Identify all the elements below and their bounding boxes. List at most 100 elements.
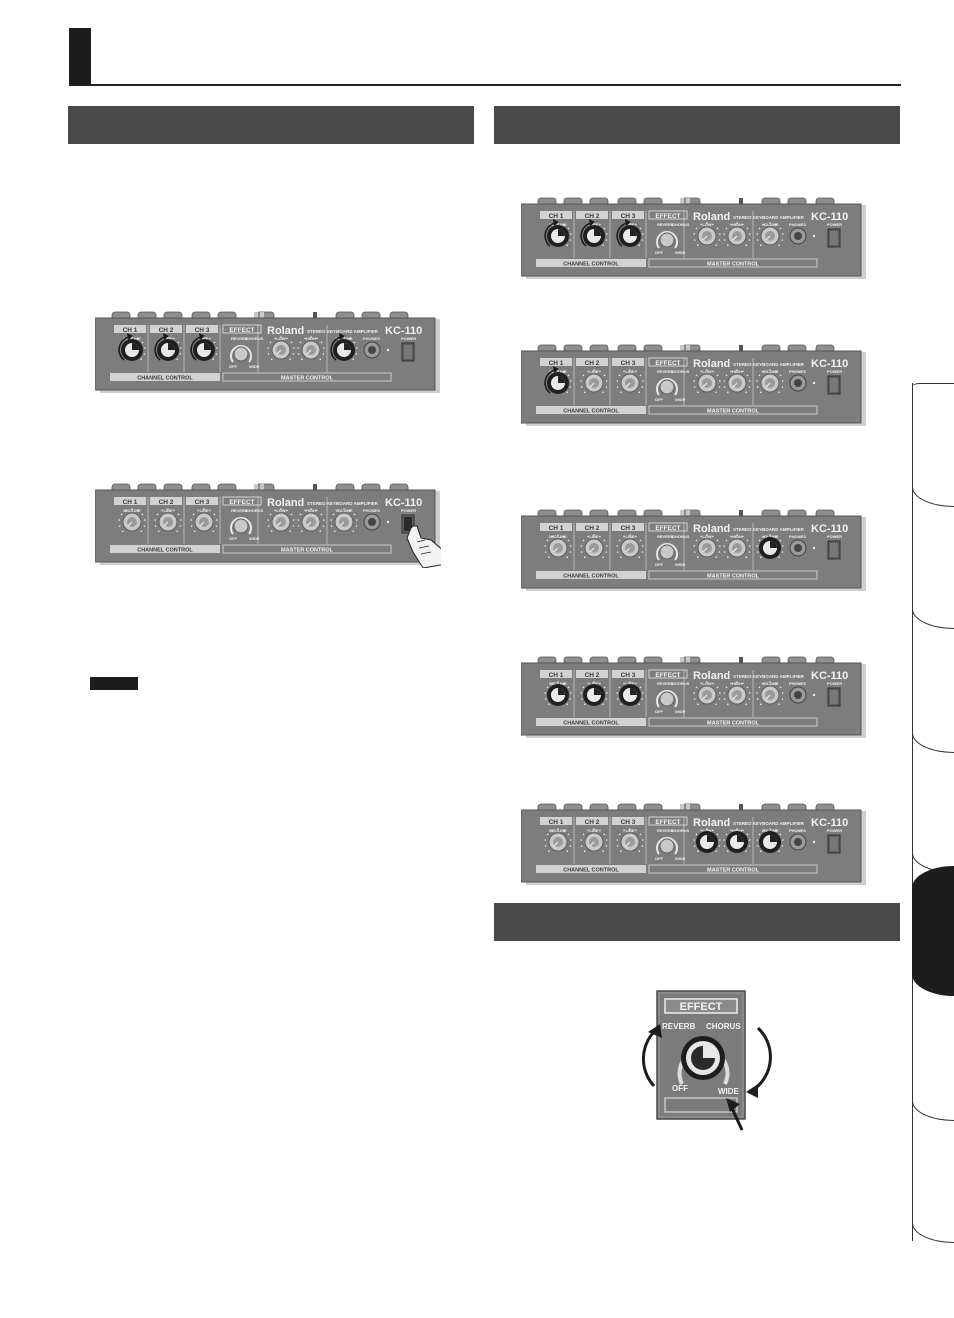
panel-ch1-label: CH 1 <box>549 525 564 532</box>
side-tab-3[interactable] <box>912 732 954 753</box>
panel-knob-label: HIGH <box>732 369 742 374</box>
panel-knob-ch2 <box>580 681 608 706</box>
panel-wide: WIDE <box>675 250 686 255</box>
section-header-effect <box>494 903 900 941</box>
panel-knob-ch1 <box>544 534 572 558</box>
panel-model-line: STEREO KEYBOARD AMPLIFIER <box>733 215 805 220</box>
panel-ch3-label: CH 3 <box>621 525 636 532</box>
panel-model-line: STEREO KEYBOARD AMPLIFIER <box>733 821 805 826</box>
panel-master-control: MASTER CONTROL <box>707 868 760 874</box>
panel-knob-vol <box>756 681 784 705</box>
panel-model: KC-110 <box>811 670 848 682</box>
panel-knob-label: LINE <box>163 508 172 513</box>
panel-channel-control: CHANNEL CONTROL <box>137 376 193 382</box>
panel-knob-label: LINE <box>163 336 172 341</box>
panel-ch3-label: CH 3 <box>195 327 210 334</box>
panel-effect-label: EFFECT <box>655 360 680 367</box>
panel-channel-control: CHANNEL CONTROL <box>563 409 619 415</box>
panel-knob-ch3 <box>616 681 644 706</box>
panel-power: POWER <box>401 508 416 513</box>
panel-knob-ch3 <box>616 222 644 247</box>
panel-ch2-label: CH 2 <box>585 819 600 826</box>
panel-brand: Roland <box>693 211 730 223</box>
panel-wide: WIDE <box>675 397 686 402</box>
panel-knob-label: HIGH <box>732 681 742 686</box>
panel-knob-label: LINE <box>199 508 208 513</box>
panel-knob-label: LINE <box>589 828 598 833</box>
panel-knob-low <box>267 336 295 360</box>
panel-wide: WIDE <box>675 709 686 714</box>
panel-knob-high <box>723 369 751 393</box>
effect-closeup-off: OFF <box>672 1084 688 1093</box>
panel-power: POWER <box>827 369 842 374</box>
panel-knob-label: LINE <box>589 222 598 227</box>
panel-model: KC-110 <box>811 523 848 535</box>
panel-ch1-label: CH 1 <box>549 672 564 679</box>
effect-closeup-chorus: CHORUS <box>706 1022 741 1031</box>
panel-power: POWER <box>827 534 842 539</box>
panel-knob-low <box>693 534 721 558</box>
panel-reverb: REVERB <box>231 508 248 513</box>
panel-master-control: MASTER CONTROL <box>707 409 760 415</box>
panel-channel-control: CHANNEL CONTROL <box>563 868 619 874</box>
panel-effect-label: EFFECT <box>655 672 680 679</box>
chapter-title-block <box>69 28 91 86</box>
side-tab-top <box>912 383 954 387</box>
side-tab-7[interactable] <box>912 1222 954 1243</box>
panel-chorus: CHORUS <box>672 369 690 374</box>
panel-knob-low <box>693 222 721 246</box>
panel-chorus: CHORUS <box>672 681 690 686</box>
panel-effect-label: EFFECT <box>229 499 254 506</box>
panel-knob-label: LOW <box>702 222 712 227</box>
panel-knob-label: LOW <box>702 534 712 539</box>
panel-model-line: STEREO KEYBOARD AMPLIFIER <box>733 362 805 367</box>
panel-knob-low <box>693 681 721 705</box>
panel-knob-label: VOLUME <box>761 369 778 374</box>
panel-knob-label: VOLUME <box>761 828 778 833</box>
panel-knob-label: LINE <box>199 336 208 341</box>
side-tab-6[interactable] <box>912 1100 954 1121</box>
panel-off: OFF <box>229 536 238 541</box>
panel-knob-label: MIC/LINE <box>549 222 567 227</box>
panel-effect-label: EFFECT <box>229 327 254 334</box>
panel-channel-control: CHANNEL CONTROL <box>563 721 619 727</box>
panel-power: POWER <box>827 681 842 686</box>
panel-brand: Roland <box>693 817 730 829</box>
panel-model: KC-110 <box>385 325 422 337</box>
panel-knob-ch2 <box>580 534 608 558</box>
panel-reverb: REVERB <box>657 681 674 686</box>
panel-reverb: REVERB <box>657 369 674 374</box>
panel-knob-label: MIC/LINE <box>123 336 141 341</box>
side-tab-2[interactable] <box>912 608 954 629</box>
panel-knob-label: VOLUME <box>761 222 778 227</box>
title-rule <box>69 84 901 86</box>
panel-knob-high <box>723 222 751 246</box>
panel-wide: WIDE <box>249 364 260 369</box>
panel-knob-ch2 <box>154 508 182 532</box>
panel-ch2-label: CH 2 <box>585 360 600 367</box>
panel-phones: PHONES <box>363 336 380 341</box>
panel-knob-label: HIGH <box>732 828 742 833</box>
panel-knob-label: MIC/LINE <box>549 828 567 833</box>
panel-knob-low <box>693 828 721 853</box>
panel-master-control: MASTER CONTROL <box>707 721 760 727</box>
panel-wide: WIDE <box>249 536 260 541</box>
panel-master-control: MASTER CONTROL <box>707 574 760 580</box>
panel-knob-label: LINE <box>625 369 634 374</box>
panel-model-line: STEREO KEYBOARD AMPLIFIER <box>307 329 379 334</box>
panel-knob-ch3 <box>616 369 644 393</box>
panel-chorus: CHORUS <box>246 336 264 341</box>
panel-ch1-label: CH 1 <box>549 819 564 826</box>
panel-knob-high <box>297 336 325 360</box>
panel-ch3-label: CH 3 <box>621 360 636 367</box>
panel-knob-label: MIC/LINE <box>549 681 567 686</box>
panel-off: OFF <box>655 709 664 714</box>
panel-knob-ch3 <box>616 828 644 852</box>
side-tab-1[interactable] <box>912 486 954 507</box>
panel-model-line: STEREO KEYBOARD AMPLIFIER <box>733 674 805 679</box>
side-tab-active[interactable] <box>912 866 954 996</box>
